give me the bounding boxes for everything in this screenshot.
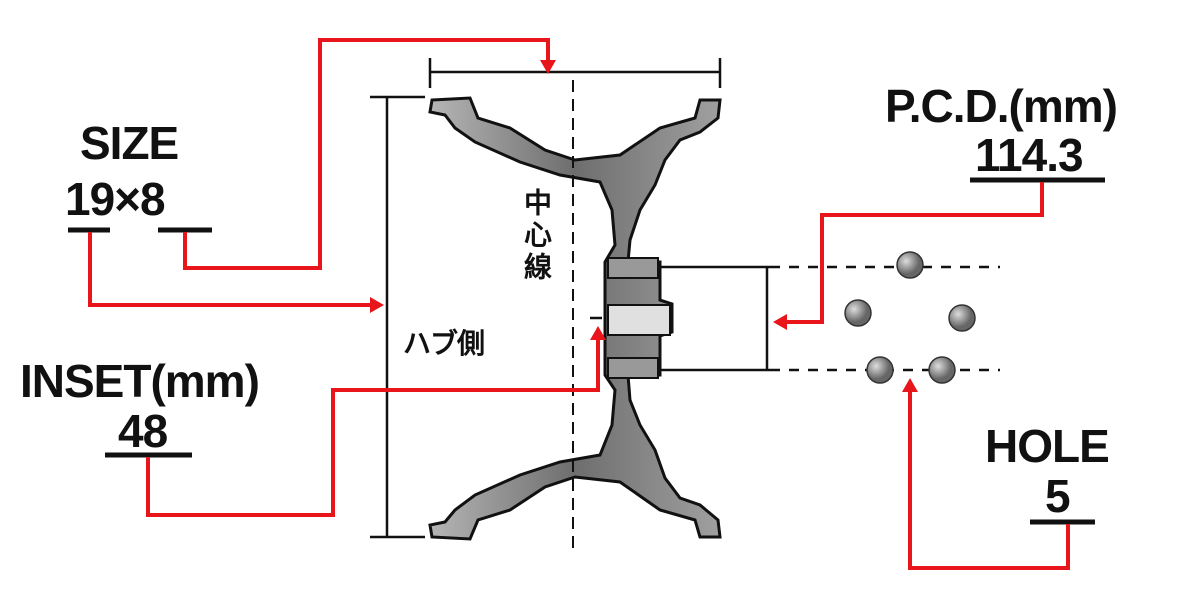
hole-value: 5 (1045, 470, 1071, 522)
size-value: 19×8 (65, 173, 166, 225)
hub-side-label: ハブ側 (403, 327, 485, 360)
inset-value: 48 (118, 405, 168, 457)
size-width-callout (183, 38, 550, 270)
bolt-bottom (607, 357, 659, 379)
pcd-callout (785, 182, 1044, 324)
hole-callout (908, 390, 1070, 570)
pcd-title: P.C.D.(mm) (885, 80, 1118, 132)
hub-bore (607, 304, 671, 336)
inset-title: INSET(mm) (20, 355, 260, 407)
size-diameter-callout (88, 232, 372, 307)
wheel-cross-section (428, 96, 722, 541)
inset-callout (146, 335, 600, 517)
size-title: SIZE (80, 117, 179, 169)
pcd-value: 114.3 (975, 129, 1084, 181)
center-line-label: 中心線 (520, 188, 553, 284)
hole-title: HOLE (985, 420, 1110, 472)
bolt-pattern (844, 251, 976, 384)
bolt-top (607, 257, 659, 279)
